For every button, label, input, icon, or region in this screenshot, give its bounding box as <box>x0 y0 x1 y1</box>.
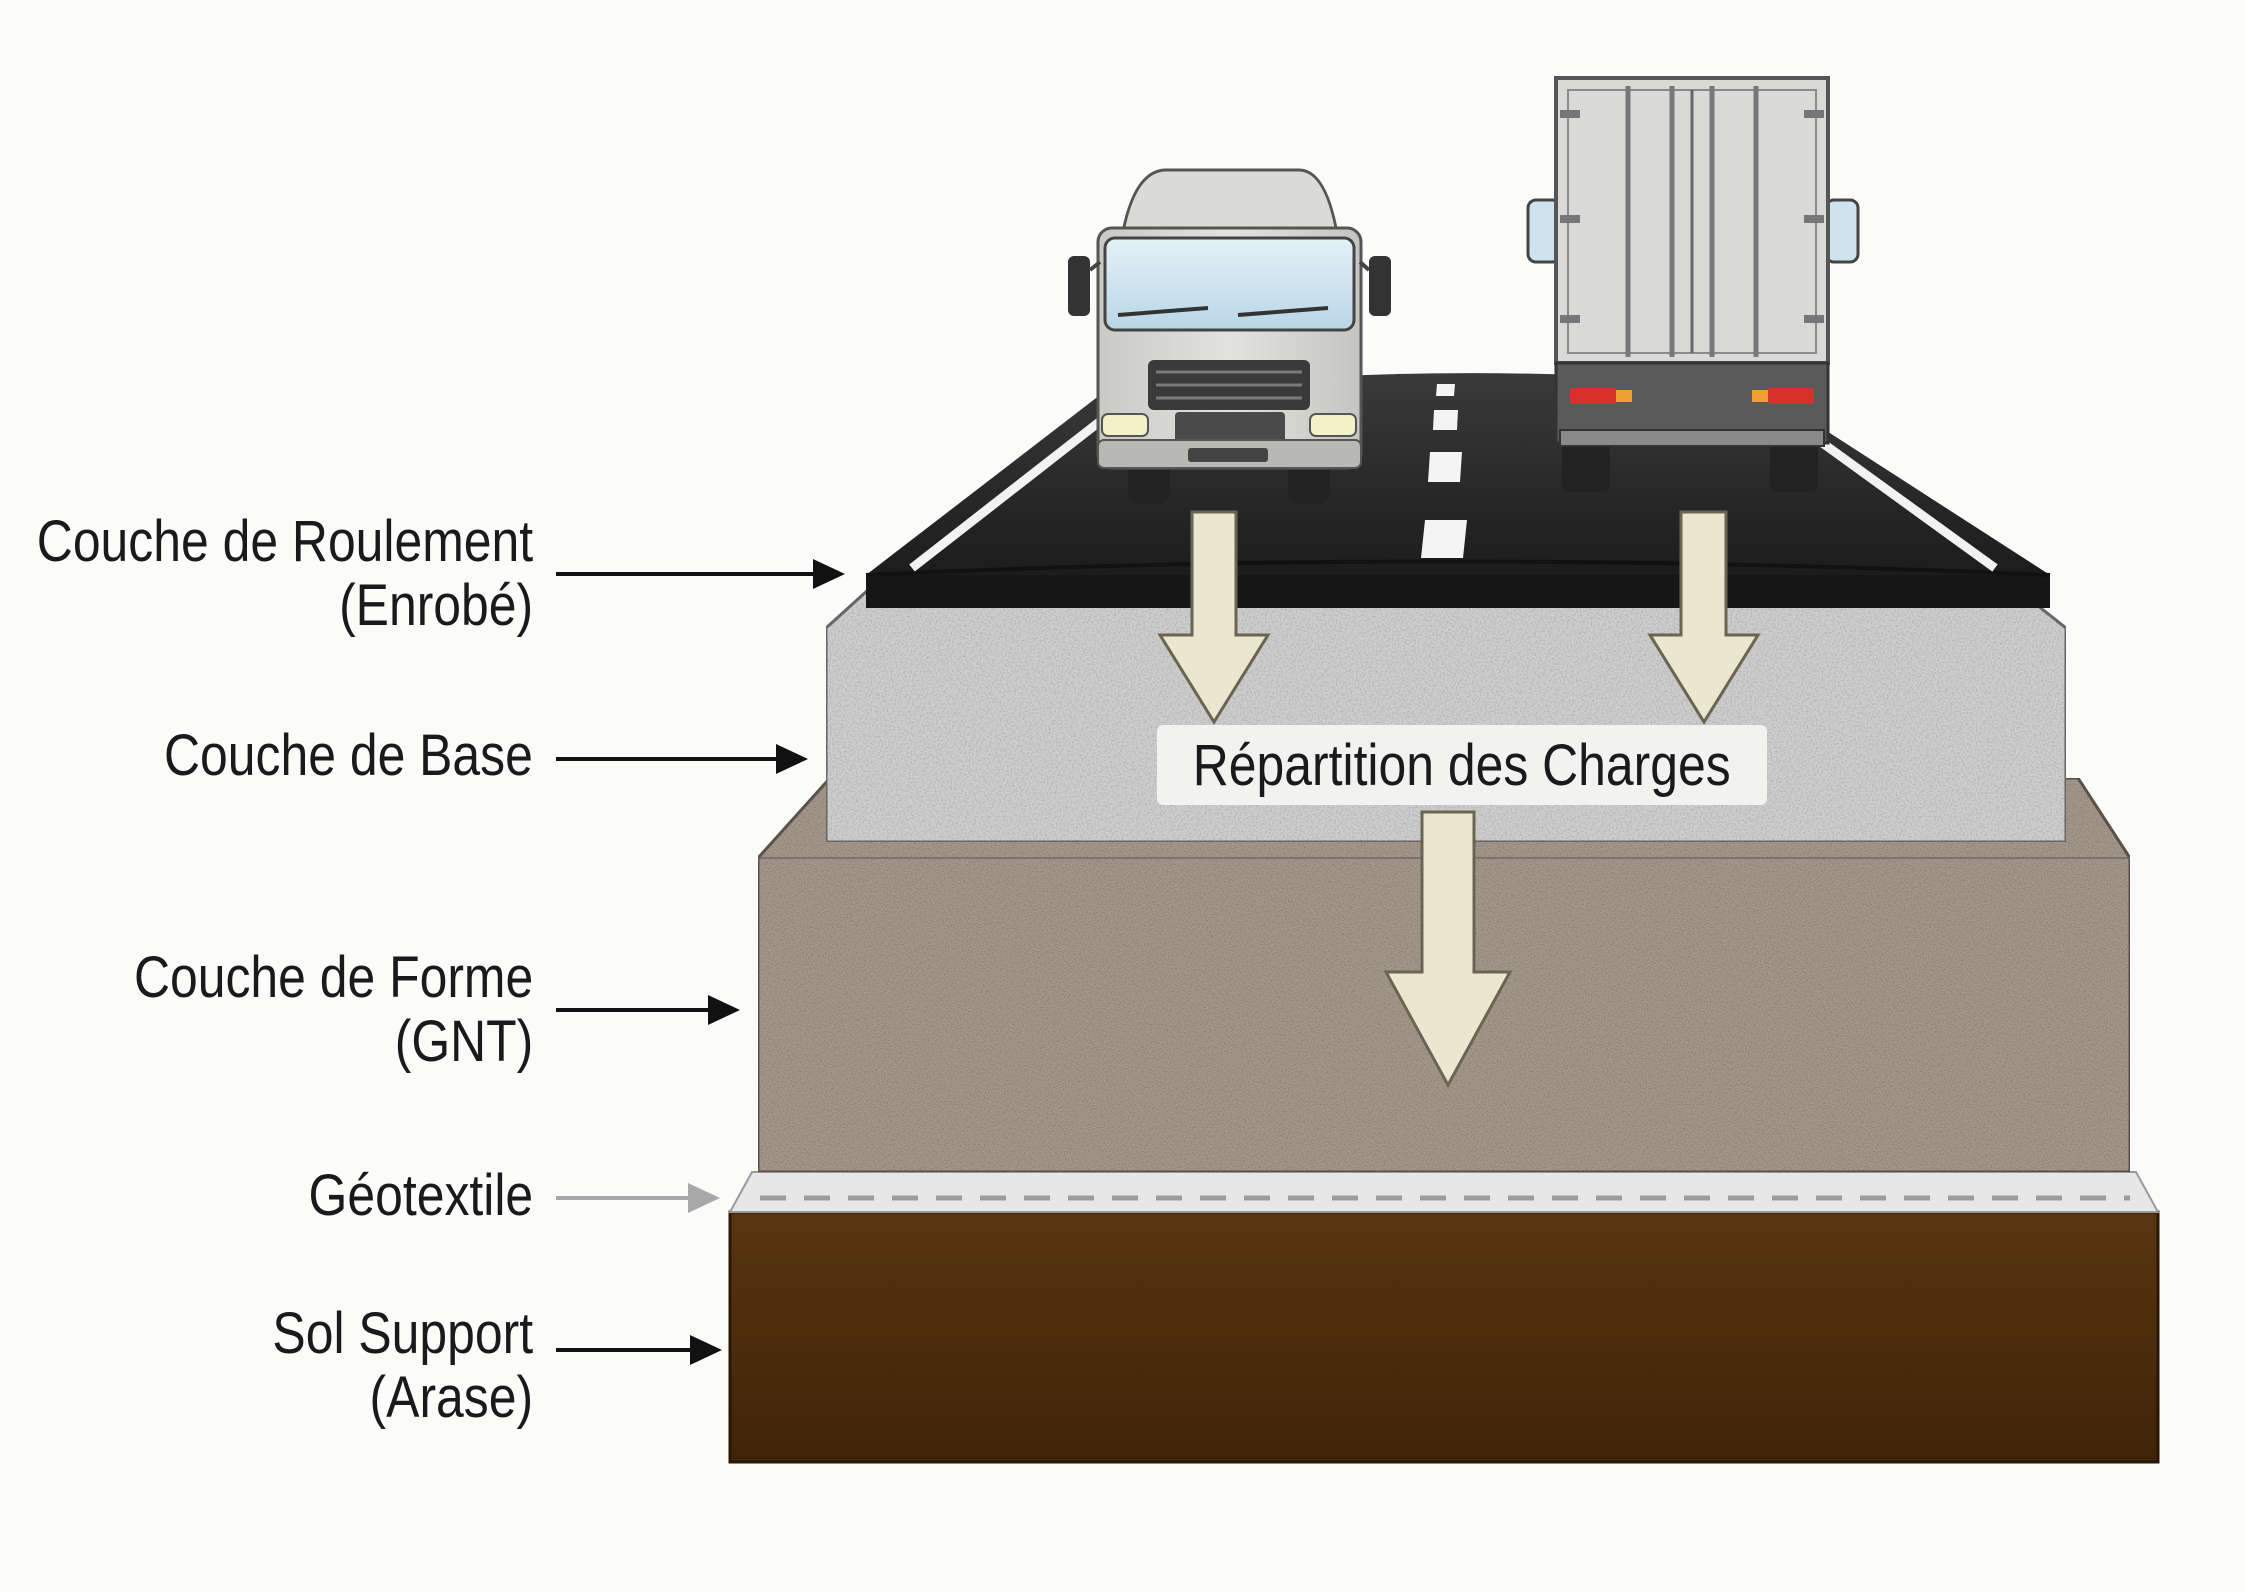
layer-sol-support <box>728 1210 2160 1464</box>
pointer-sol <box>556 1335 722 1365</box>
load-arrow-right <box>1647 510 1761 725</box>
label-sol-line2: (Arase) <box>369 1365 533 1430</box>
truck-rear-icon <box>1526 76 1860 492</box>
pointer-roulement <box>556 559 845 589</box>
road-edge-line-left <box>909 408 1115 572</box>
road-center-dashes <box>1421 384 1467 558</box>
load-arrow-left <box>1157 510 1271 725</box>
label-forme-line1: Couche de Forme <box>133 945 533 1010</box>
label-base-line1: Couche de Base <box>164 723 533 788</box>
pointer-base <box>556 744 808 774</box>
load-distribution-text: Répartition des Charges <box>1193 732 1731 798</box>
pointer-forme <box>556 995 740 1025</box>
label-geotextile: Géotextile <box>308 1164 533 1228</box>
label-roulement-line1: Couche de Roulement <box>36 509 533 574</box>
load-arrow-icon <box>1157 510 1761 1089</box>
truck-front-icon <box>1068 168 1391 504</box>
label-forme-line2: (GNT) <box>394 1009 533 1074</box>
label-couche-de-base: Couche de Base <box>164 724 533 788</box>
label-sol-line1: Sol Support <box>272 1301 533 1366</box>
label-geotextile-line1: Géotextile <box>308 1163 533 1228</box>
pointer-geotextile <box>556 1183 720 1213</box>
label-pointers <box>556 559 845 1365</box>
load-distribution-label: Répartition des Charges <box>1157 725 1767 805</box>
label-roulement-line2: (Enrobé) <box>338 573 533 638</box>
label-sol-support: Sol Support (Arase) <box>272 1302 533 1430</box>
label-couche-de-roulement: Couche de Roulement (Enrobé) <box>37 510 533 638</box>
label-couche-de-forme: Couche de Forme (GNT) <box>134 946 533 1074</box>
load-arrow-center <box>1383 810 1513 1089</box>
layer-couche-de-roulement <box>865 373 2051 608</box>
layer-geotextile <box>728 1171 2160 1213</box>
